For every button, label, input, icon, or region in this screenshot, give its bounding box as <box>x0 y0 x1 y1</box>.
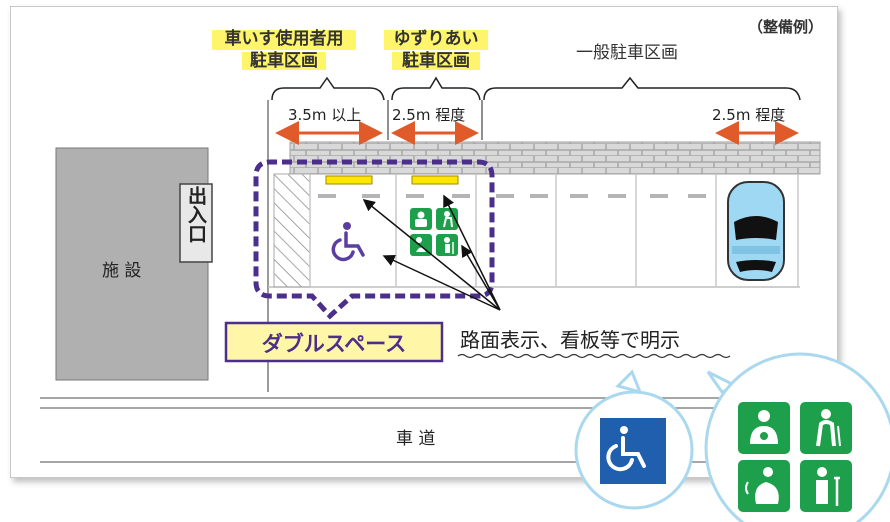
entrance-box <box>179 183 213 263</box>
priority-label-highlight-1 <box>384 30 488 50</box>
pointer-arrows <box>362 194 501 311</box>
wheelchair-sign-bubble <box>574 369 694 510</box>
road-label: 車 道 <box>396 429 436 449</box>
entrance-label: 出入口 <box>185 186 207 243</box>
note-wavy-underline <box>457 353 731 359</box>
dim-wheelchair-width: 3.5m 以上 <box>288 106 362 124</box>
brace-lines <box>271 76 801 101</box>
priority-sign-bubble <box>704 352 890 522</box>
wheelchair-label-highlight-1 <box>212 30 356 50</box>
priority-area-label-line1: ゆずりあい <box>393 29 479 49</box>
priority-floor-sign <box>410 208 458 256</box>
wheel-stop-2 <box>411 175 459 185</box>
wheelchair-area-label-line1: 車いす使用者用 <box>224 29 344 49</box>
example-note: （整備例） <box>748 18 824 36</box>
brick-wall <box>289 141 821 175</box>
double-space-box <box>224 321 444 363</box>
dim-general-width: 2.5m 程度 <box>712 106 786 124</box>
stall-lines <box>309 174 799 287</box>
dim-priority-width: 2.5m 程度 <box>392 106 466 124</box>
wheelchair-floor-icon <box>331 222 365 262</box>
priority-area-label-line2: 駐車区画 <box>402 51 470 71</box>
wheelchair-label-highlight-2 <box>242 52 326 70</box>
wheelchair-area-label-line2: 駐車区画 <box>250 51 318 71</box>
wheel-stop-1 <box>325 175 373 185</box>
general-area-label: 一般駐車区画 <box>576 43 678 63</box>
priority-label-highlight-2 <box>392 52 480 70</box>
hatched-aisle <box>273 173 311 288</box>
double-space-label: ダブルスペース <box>261 332 407 356</box>
facility-label: 施 設 <box>102 261 142 281</box>
car-icon <box>727 181 785 281</box>
marking-note: 路面表示、看板等で明示 <box>460 328 680 352</box>
double-space-outline <box>253 159 495 320</box>
